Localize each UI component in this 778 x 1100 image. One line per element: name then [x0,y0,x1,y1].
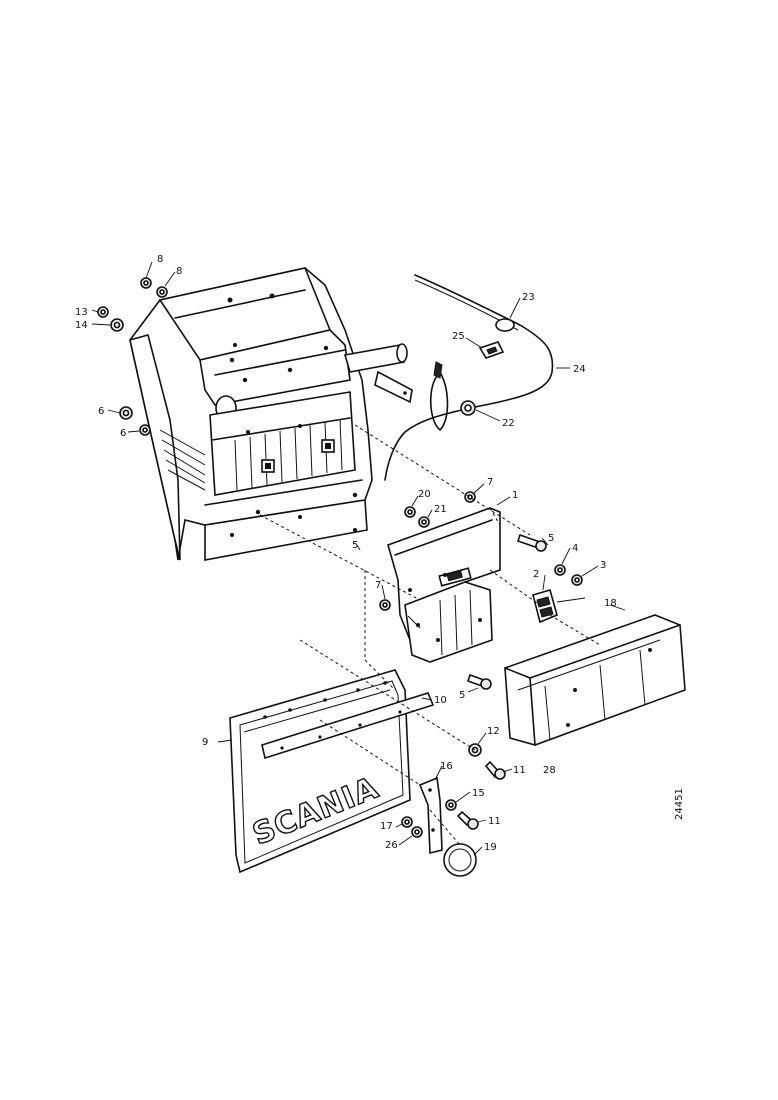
label-7b: 7 [375,580,381,591]
label-16: 16 [440,761,453,772]
label-15: 15 [472,788,485,799]
cable-harness [384,274,554,481]
label-5c: 5 [459,690,465,701]
reflector-assembly [418,776,477,877]
label-4: 4 [572,543,578,554]
label-8b: 8 [176,266,182,277]
label-12: 12 [487,726,500,737]
label-5b: 5 [352,540,358,551]
label-9: 9 [202,737,208,748]
label-11a: 11 [513,765,526,776]
fasteners [97,277,583,838]
label-23: 23 [522,292,535,303]
label-6b: 6 [120,428,126,439]
label-22: 22 [502,418,515,429]
label-24: 24 [573,364,586,375]
label-20: 20 [418,489,431,500]
rear-lamp [504,614,686,746]
part-labels: 8 8 13 14 6 6 23 25 24 22 7 1 20 21 5 4 … [75,254,617,853]
label-26: 26 [385,840,398,851]
mudflap: SCANIA [229,669,435,874]
drawing-number: 24451 [674,788,685,820]
label-11b: 11 [488,816,501,827]
label-8a: 8 [157,254,163,265]
label-7a: 7 [487,477,493,488]
label-2: 2 [533,569,539,580]
mudguard-assembly [129,267,413,561]
label-5a: 5 [548,533,554,544]
label-19: 19 [484,842,497,853]
label-3: 3 [600,560,606,571]
label-13: 13 [75,307,88,318]
label-14: 14 [75,320,88,331]
lamp-bracket [387,507,501,663]
label-25: 25 [452,331,465,342]
label-21: 21 [434,504,447,515]
label-28: 28 [543,765,556,776]
leader-lines [91,261,626,856]
connector [532,589,586,624]
label-6a: 6 [98,406,104,417]
label-10: 10 [434,695,447,706]
label-17: 17 [380,821,393,832]
assembly-lines [259,424,601,846]
label-18a: 18 [604,598,617,609]
label-1: 1 [512,490,518,501]
